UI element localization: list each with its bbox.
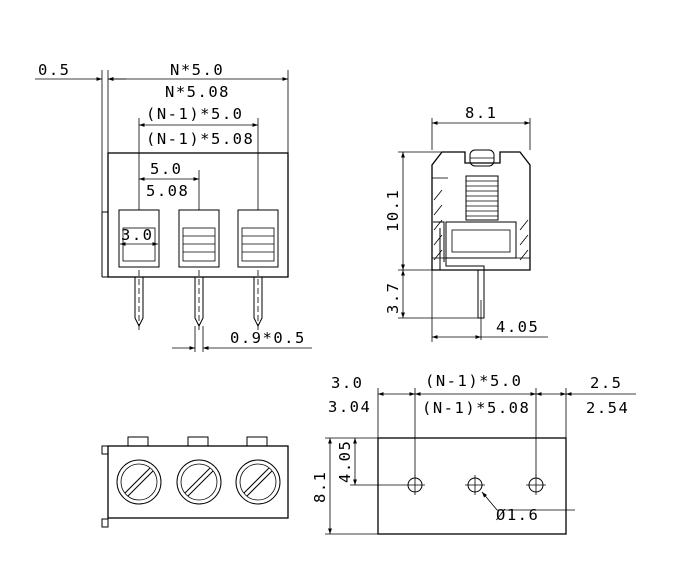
- dim-hole: Ø1.6: [481, 491, 575, 524]
- dim-pcb-span: (N-1)*5.0 (N-1)*5.08: [415, 372, 536, 417]
- side-body: [431, 151, 531, 271]
- dim-pcb-edge: 3.0 3.04: [328, 374, 415, 416]
- dim-pcb-span-508-label: (N-1)*5.08: [422, 399, 530, 417]
- dim-pcb-row-label: 4.05: [336, 440, 354, 483]
- screw-head-2-icon: [176, 459, 222, 505]
- front-body: [101, 152, 289, 278]
- screw-icon: [465, 149, 499, 221]
- dim-side-width-label: 8.1: [465, 104, 498, 122]
- dim-pin-offset-label: 4.05: [496, 318, 539, 336]
- dim-offset: 0.5: [35, 61, 126, 81]
- dim-pcb-edge-50-label: 3.0: [331, 374, 364, 392]
- dim-pin-length-label: 3.7: [384, 282, 402, 315]
- dim-overall-50-label: N*5.0: [170, 61, 224, 79]
- dim-span-508-label: (N-1)*5.08: [146, 130, 254, 148]
- dim-pcb-right-50-label: 2.5: [590, 374, 623, 392]
- dim-pitch-508-label: 5.08: [146, 182, 189, 200]
- side-pin: [439, 228, 485, 340]
- top-body: [101, 436, 289, 528]
- dim-pitch-50-label: 5.0: [150, 160, 183, 178]
- dim-side-width: 8.1: [432, 104, 530, 125]
- pcb-hole-2-icon: [465, 475, 485, 495]
- wire-entry-3: [237, 209, 279, 268]
- dim-overall-508-label: N*5.08: [165, 83, 230, 101]
- screw-head-3-icon: [235, 459, 281, 505]
- pcb-layout: 3.0 3.04 (N-1)*5.0 (N-1)*5.08 2.5 2.54 4…: [311, 372, 636, 535]
- wire-entry-2: [178, 209, 220, 268]
- front-pin-2: [194, 270, 204, 330]
- front-pin-1: [134, 270, 144, 330]
- dim-hole-label: Ø1.6: [496, 506, 539, 524]
- screw-head-1-icon: [116, 459, 162, 505]
- clamp-box: [433, 221, 517, 262]
- top-view: [101, 436, 289, 528]
- dim-span: (N-1)*5.0 (N-1)*5.08: [139, 105, 258, 148]
- dim-opening-label: 3.0: [121, 226, 154, 244]
- dim-pin: 0.9*0.5: [172, 326, 312, 352]
- front-view: 0.5 N*5.0 N*5.08 (N-1)*5.0 (N-1)*5.08 5.…: [35, 61, 312, 352]
- dim-span-50-label: (N-1)*5.0: [146, 105, 244, 123]
- dim-pcb-right: 2.5 2.54: [536, 374, 636, 417]
- front-pin-3: [253, 270, 263, 330]
- dim-side-height: 10.1: [384, 152, 405, 270]
- dim-side-height-label: 10.1: [384, 189, 402, 232]
- dim-pcb-right-508-label: 2.54: [586, 399, 629, 417]
- dim-pcb-span-50-label: (N-1)*5.0: [425, 372, 523, 390]
- dim-pitch: 5.0 5.08: [139, 160, 199, 200]
- pcb-hole-3-icon: [526, 475, 546, 495]
- dim-overall: N*5.0 N*5.08: [108, 61, 288, 101]
- pcb-hole-1-icon: [405, 475, 425, 495]
- dim-pin-label: 0.9*0.5: [230, 329, 306, 347]
- dim-pcb-depth-label: 8.1: [311, 471, 329, 504]
- pcb-outline: [377, 437, 567, 535]
- dim-offset-label: 0.5: [38, 61, 71, 79]
- dim-pcb-row: 4.05: [336, 438, 357, 485]
- dim-opening: 3.0: [120, 226, 158, 246]
- side-view: 8.1 10.1 3.7 4.05: [384, 104, 548, 342]
- dim-pcb-edge-508-label: 3.04: [328, 398, 371, 416]
- dim-pin-length: 3.7: [384, 270, 405, 318]
- dim-pcb-depth: 8.1: [311, 438, 332, 534]
- dim-pin-offset: 4.05: [432, 318, 548, 339]
